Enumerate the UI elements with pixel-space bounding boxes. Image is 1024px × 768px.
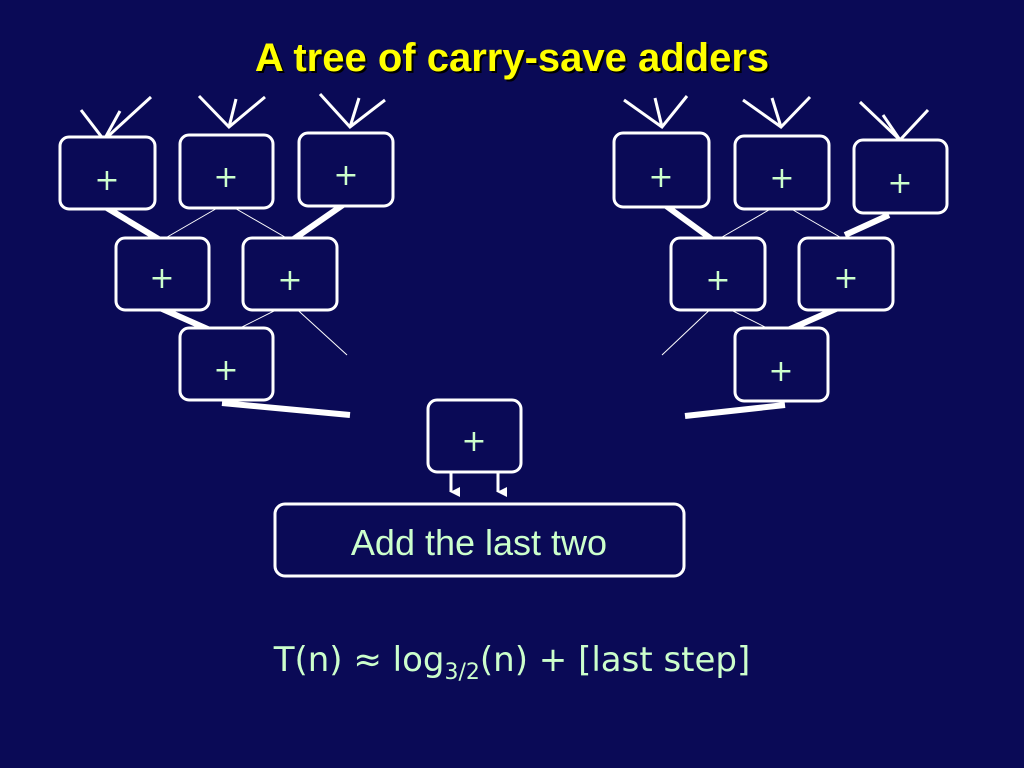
final-box-label: Add the last two xyxy=(351,522,607,563)
adder-node-right-2 xyxy=(733,134,831,211)
adder-label: + xyxy=(769,161,794,196)
formula-subscript: 3/2 xyxy=(444,659,480,685)
adder-label: + xyxy=(213,353,238,388)
adder-boxes xyxy=(58,131,949,578)
output-arrows xyxy=(449,472,507,497)
adder-label: + xyxy=(768,354,793,389)
adder-label: + xyxy=(648,160,673,195)
formula-prefix: T(n) ≈ log xyxy=(273,640,445,680)
adder-tree-diagram: + + + + + + + + + + + + + Add the last t… xyxy=(58,92,949,578)
adder-label: + xyxy=(887,166,912,201)
adder-label: + xyxy=(333,158,358,193)
adder-label: + xyxy=(94,163,119,198)
adder-label: + xyxy=(213,160,238,195)
adder-node-left-6 xyxy=(178,326,275,402)
adder-node-right-4 xyxy=(669,236,767,312)
final-adder-box xyxy=(273,502,686,578)
adder-node-right-3 xyxy=(852,138,949,215)
slide-title: A tree of carry-save adders xyxy=(254,36,770,80)
adder-node-left-5 xyxy=(241,236,339,312)
adder-labels: + + + + + + + + + + + + + Add the last t… xyxy=(94,158,912,563)
adder-node-center xyxy=(426,398,523,474)
adder-node-left-2 xyxy=(178,133,275,210)
adder-node-left-1 xyxy=(58,135,157,211)
adder-node-left-4 xyxy=(114,236,211,312)
formula-suffix: (n) + [last step] xyxy=(479,640,751,680)
time-formula: T(n) ≈ log3/2(n) + [last step] xyxy=(0,640,1024,685)
adder-node-right-1 xyxy=(612,131,711,209)
adder-label: + xyxy=(149,261,174,296)
adder-node-right-5 xyxy=(797,236,895,312)
adder-node-left-3 xyxy=(297,131,395,208)
adder-node-right-6 xyxy=(733,326,830,403)
adder-label: + xyxy=(833,261,858,296)
input-forks xyxy=(79,92,930,143)
adder-label: + xyxy=(461,424,486,459)
adder-label: + xyxy=(277,263,302,298)
adder-label: + xyxy=(705,263,730,298)
